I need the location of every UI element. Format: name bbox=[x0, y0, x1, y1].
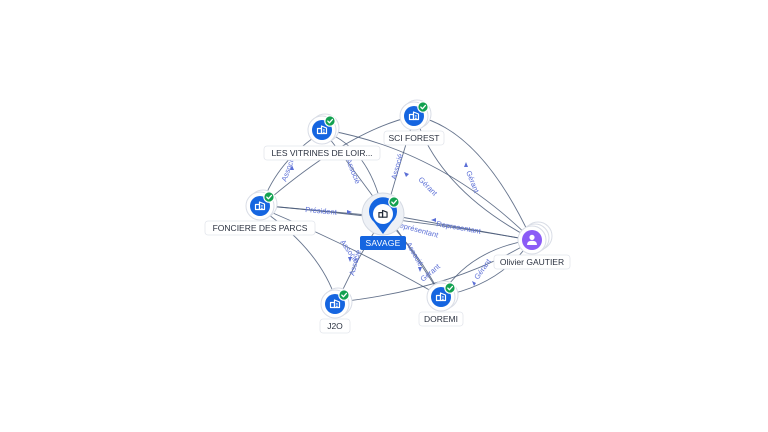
node-label-box bbox=[493, 254, 571, 270]
node-sci-forest[interactable]: SCI FOREST bbox=[383, 99, 445, 146]
arrow-associe-vitrines bbox=[290, 165, 294, 170]
node-label: FONCIERE DES PARCS bbox=[213, 223, 308, 233]
node-label: J2O bbox=[327, 321, 343, 331]
building-icon bbox=[378, 209, 388, 218]
arrow-gerant-sci-2 bbox=[404, 172, 409, 177]
edge-sci-forest-olivier-1 bbox=[415, 115, 531, 237]
arrow-associe-doremi bbox=[418, 267, 422, 272]
edge-label-president: Président bbox=[305, 205, 338, 217]
arrow-gerant-sci-1 bbox=[464, 162, 468, 167]
verified-check-icon bbox=[324, 115, 336, 127]
edge-label-associe-savage-doremi: Associé bbox=[404, 241, 425, 268]
node-label-box bbox=[383, 130, 445, 146]
edge-savage-olivier bbox=[383, 213, 531, 241]
edge-fonciere-doremi bbox=[265, 209, 441, 297]
arrow-representant bbox=[431, 218, 436, 222]
node-doremi[interactable]: DOREMI bbox=[418, 280, 464, 327]
edge-label-associe-vitrines-savage: Associé bbox=[344, 157, 362, 185]
node-label-box bbox=[204, 220, 316, 236]
verified-check-icon bbox=[388, 196, 400, 208]
arrow-gerant-doremi bbox=[472, 281, 476, 286]
node-label-box bbox=[418, 311, 464, 327]
edge-label-gerant-sci-1: Gérant bbox=[464, 169, 481, 194]
node-label: Olivier GAUTIER bbox=[500, 257, 564, 267]
focus-node-label: SAVAGE bbox=[366, 238, 401, 248]
node-label-box bbox=[263, 145, 381, 161]
node-label: DOREMI bbox=[424, 314, 458, 324]
focus-label-box bbox=[360, 236, 406, 250]
node-les-vitrines[interactable]: LES VITRINES DE LOIR... bbox=[263, 113, 381, 161]
arrow-president bbox=[347, 210, 352, 214]
node-j2o[interactable]: J2O bbox=[319, 287, 353, 334]
verified-check-icon bbox=[444, 282, 456, 294]
node-label: LES VITRINES DE LOIR... bbox=[271, 148, 372, 158]
edge-les-vitrines-olivier bbox=[325, 129, 531, 239]
node-label: SCI FOREST bbox=[388, 133, 439, 143]
edge-fonciere-sci-forest bbox=[265, 115, 415, 203]
verified-check-icon bbox=[417, 101, 429, 113]
person-icon bbox=[527, 234, 537, 245]
node-fonciere[interactable]: FONCIERE DES PARCS bbox=[204, 189, 316, 236]
edge-label-gerant-sci-2: Gérant bbox=[417, 175, 440, 198]
verified-check-icon bbox=[338, 289, 350, 301]
edge-arrows bbox=[290, 162, 476, 286]
verified-check-icon bbox=[263, 191, 275, 203]
edge-label-representant: Representant bbox=[436, 219, 483, 236]
arrow-associe-j2o bbox=[348, 257, 352, 262]
edge-label-associe-sci-savage: Associé bbox=[389, 153, 404, 181]
node-label-box bbox=[319, 318, 351, 334]
node-savage[interactable]: SAVAGE bbox=[360, 192, 406, 250]
node-olivier-gautier[interactable]: Olivier GAUTIER bbox=[493, 221, 571, 270]
